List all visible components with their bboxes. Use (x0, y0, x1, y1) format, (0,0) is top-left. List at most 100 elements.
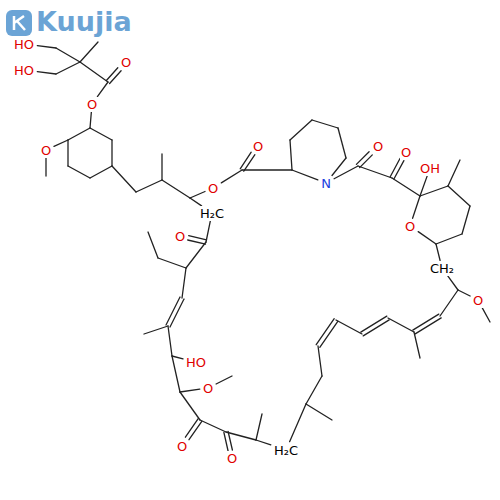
atom-label: CH₂ (429, 261, 455, 276)
bond-line (334, 166, 358, 179)
bond-line (256, 414, 262, 440)
atom-label: OH (419, 161, 441, 176)
bond-line (168, 326, 172, 356)
bond-line (56, 62, 80, 74)
bond-line (97, 82, 108, 97)
bond-line (414, 332, 420, 358)
bond-line (216, 376, 232, 384)
bond-line (186, 242, 206, 268)
bond-line (90, 112, 91, 129)
logo-mark (14, 16, 25, 30)
bond-line (358, 166, 392, 178)
bond-line (56, 48, 80, 62)
bond-line (189, 236, 207, 240)
bond-line (226, 432, 256, 440)
bond-line (318, 346, 322, 376)
bond-line (80, 42, 98, 62)
bond-line (256, 440, 271, 445)
bond-line (45, 158, 46, 177)
bond-line (390, 159, 400, 178)
bond-line (415, 318, 441, 334)
bond-line (290, 120, 312, 140)
bond-line (448, 160, 460, 186)
atom-label: O (120, 55, 132, 70)
atom-label: HO (185, 355, 207, 370)
bond-line (418, 232, 436, 244)
bond-line (420, 186, 448, 196)
watermark: Kuujia (36, 6, 132, 37)
atom-label: HO (13, 37, 35, 52)
bond-line (67, 140, 68, 166)
atom-label: O (40, 143, 52, 158)
bond-line (68, 128, 90, 140)
bond-line (240, 152, 251, 169)
atom-label: O (176, 439, 188, 454)
bond-line (180, 392, 200, 420)
bond-line (185, 419, 198, 438)
bond-line (447, 275, 458, 290)
bond-line (242, 169, 292, 170)
bond-line (148, 232, 158, 258)
bond-line (462, 206, 470, 234)
bond-line (388, 318, 414, 332)
bond-line (136, 180, 162, 192)
atom-label: N (320, 176, 332, 191)
atom-label: O (202, 381, 214, 396)
bond-line (182, 268, 186, 298)
bond-line (290, 140, 292, 170)
bond-line (180, 389, 200, 392)
bond-line (172, 356, 183, 359)
bond-line (420, 176, 427, 196)
bond-line (172, 356, 180, 392)
bond-line (312, 120, 338, 128)
bond-line (90, 128, 112, 140)
bond-line (112, 166, 136, 192)
bond-line (206, 221, 210, 242)
bond-line (306, 376, 322, 404)
atom-label: O (207, 181, 219, 196)
bond-line (458, 290, 470, 296)
bond-line (292, 170, 318, 180)
bond-line (306, 404, 332, 420)
bond-line (336, 320, 362, 334)
logo-icon (6, 10, 32, 36)
atom-label: O (372, 139, 384, 154)
bond-line (338, 128, 346, 158)
bond-line (228, 432, 232, 451)
bond-line (144, 326, 168, 334)
bond-line (37, 72, 56, 74)
bond-line (363, 320, 389, 336)
bond-line (221, 170, 242, 183)
atom-label: HO (13, 63, 35, 78)
bond-line (190, 192, 205, 199)
bond-line (188, 240, 206, 244)
bond-line (394, 161, 404, 179)
atom-label: O (252, 139, 264, 154)
bond-line (161, 154, 162, 180)
bond-line (290, 404, 306, 442)
bond-line (106, 68, 117, 81)
bond-line (224, 433, 228, 452)
atom-label: O (400, 145, 412, 160)
bond-line (68, 166, 90, 178)
bond-line (413, 196, 420, 218)
atom-label: O (174, 229, 186, 244)
bond-line (436, 244, 440, 261)
bond-line (392, 178, 420, 196)
atom-label: H₂C (199, 206, 225, 221)
bond-line (482, 307, 490, 322)
bond-line (360, 155, 373, 168)
atom-label: O (472, 293, 484, 308)
atom-label: O (226, 451, 238, 466)
bond-line (244, 155, 255, 172)
bond-line (90, 166, 112, 178)
bond-line (320, 321, 338, 347)
bond-line (436, 234, 462, 244)
bond-line (448, 186, 470, 206)
bond-line (37, 46, 56, 48)
bond-line (54, 140, 68, 146)
bond-line (189, 421, 202, 439)
atom-label: H₂C (273, 443, 299, 458)
